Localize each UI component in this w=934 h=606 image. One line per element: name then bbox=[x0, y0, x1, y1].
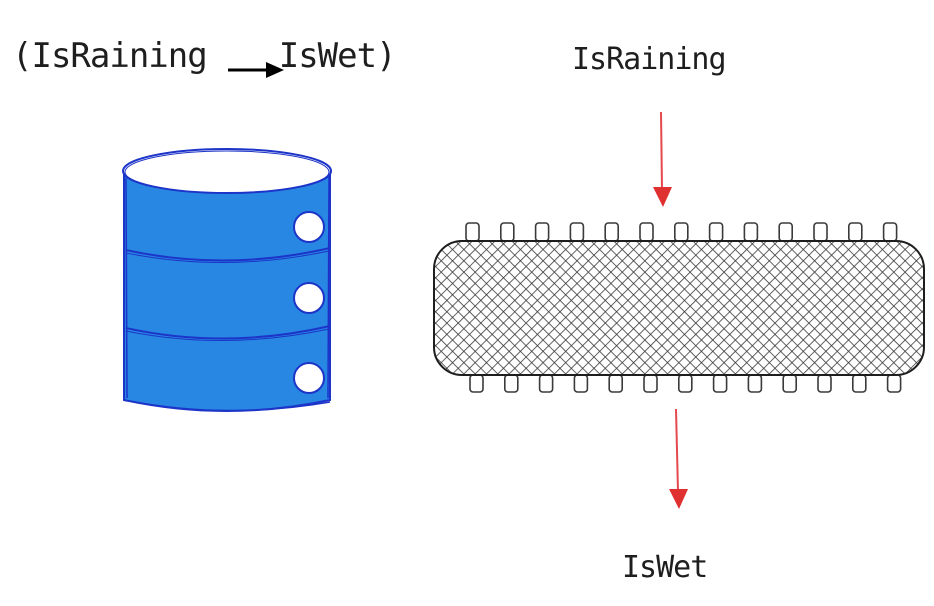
chip-icon bbox=[433, 222, 925, 393]
chip-pin bbox=[469, 374, 484, 393]
rule-close-paren: ) bbox=[376, 36, 397, 76]
chip-pin bbox=[712, 374, 728, 393]
chip-pin bbox=[673, 222, 689, 242]
output-label: IsWet bbox=[622, 550, 708, 585]
database-indicator-1 bbox=[293, 211, 325, 243]
chip-pin bbox=[677, 374, 693, 393]
chip-pin bbox=[639, 222, 654, 242]
chip-pin bbox=[465, 222, 480, 242]
rule-antecedent: IsRaining bbox=[31, 36, 207, 76]
chip-pin bbox=[743, 222, 759, 242]
rule-open-paren: ( bbox=[12, 36, 33, 76]
chip-pin bbox=[813, 222, 828, 242]
chip-pins-bottom bbox=[469, 374, 902, 393]
database-indicator-3 bbox=[293, 362, 325, 394]
chip-pin bbox=[708, 222, 724, 242]
input-arrow-icon bbox=[653, 111, 672, 207]
chip-pin bbox=[604, 222, 620, 242]
chip-pin bbox=[882, 222, 898, 242]
chip-pin bbox=[499, 222, 515, 242]
chip-pin bbox=[534, 222, 550, 242]
database-tier-divider bbox=[125, 247, 331, 262]
chip-pin bbox=[747, 374, 763, 393]
database-tier-divider bbox=[125, 325, 331, 340]
database-indicator-2 bbox=[293, 282, 325, 314]
chip-pin bbox=[778, 222, 794, 242]
chip-pin bbox=[573, 374, 589, 393]
chip-pin bbox=[817, 374, 832, 393]
rule-consequent: IsWet bbox=[278, 36, 377, 76]
chip-body bbox=[433, 240, 925, 376]
chip-pins-top bbox=[465, 222, 898, 242]
chip-pin bbox=[608, 374, 624, 393]
output-arrow-icon bbox=[669, 408, 688, 509]
chip-pin bbox=[569, 222, 585, 242]
rule-arrow-icon bbox=[228, 62, 284, 78]
input-label: IsRaining bbox=[572, 42, 727, 77]
rule-expression: (IsRaining IsWet) bbox=[12, 36, 397, 76]
chip-pin bbox=[851, 374, 867, 393]
chip-pin bbox=[503, 374, 519, 393]
chip-pin bbox=[782, 374, 798, 393]
chip-pin bbox=[886, 374, 902, 393]
database-icon bbox=[122, 148, 332, 412]
chip-pin bbox=[643, 374, 658, 393]
chip-pin bbox=[538, 374, 554, 393]
chip-pin bbox=[847, 222, 863, 242]
